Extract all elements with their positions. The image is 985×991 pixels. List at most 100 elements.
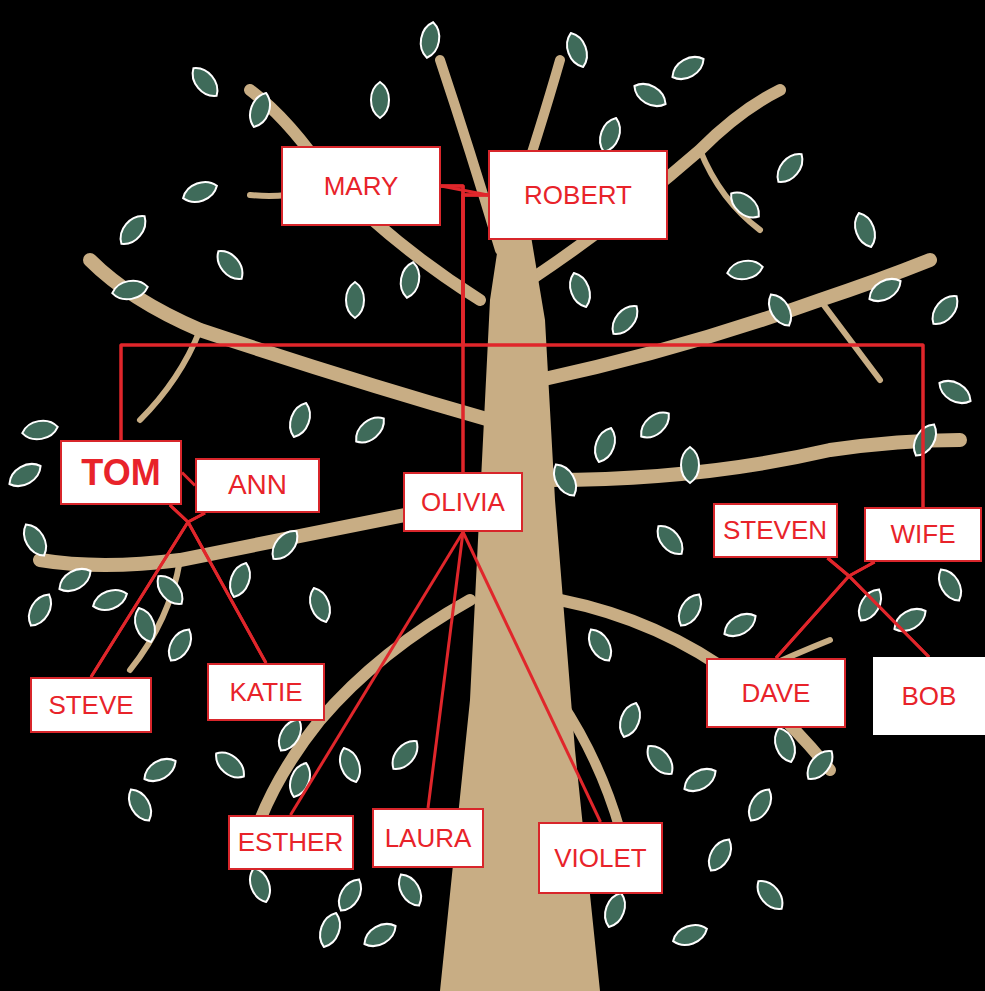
leaf: [23, 590, 57, 630]
person-name: WIFE: [891, 520, 956, 549]
leaf: [55, 563, 95, 597]
leaf: [720, 608, 760, 642]
leaf: [245, 865, 274, 905]
leaf: [565, 270, 594, 310]
leaf: [163, 625, 197, 665]
leaf: [652, 520, 689, 559]
person-box: ROBERT: [488, 150, 668, 240]
leaf: [908, 420, 942, 460]
leaf: [267, 525, 304, 564]
leaf: [333, 875, 367, 915]
person-name: ANN: [228, 470, 287, 501]
leaf: [725, 187, 764, 224]
leaf: [18, 520, 52, 560]
person-box: STEVE: [30, 677, 152, 733]
leaf: [865, 273, 905, 307]
leaf: [850, 210, 879, 250]
branch: [250, 90, 480, 300]
person-name: LAURA: [385, 824, 472, 853]
leaves: [5, 21, 975, 952]
person-name: KATIE: [229, 678, 302, 707]
leaf: [583, 625, 617, 665]
leaf: [590, 425, 619, 465]
family-line: [121, 195, 488, 440]
leaf: [726, 258, 765, 282]
branch: [560, 600, 830, 770]
leaf: [562, 30, 591, 70]
leaf: [187, 62, 224, 101]
leaf: [21, 418, 60, 442]
person-box: BOB: [873, 657, 985, 735]
person-box: VIOLET: [538, 822, 663, 894]
person-name: BOB: [902, 682, 957, 711]
leaf: [5, 458, 45, 492]
leaf: [245, 90, 274, 130]
leaf: [548, 460, 582, 500]
person-box: DAVE: [706, 658, 846, 728]
leaf: [600, 890, 629, 930]
leaf: [305, 585, 334, 625]
leaf: [673, 590, 707, 630]
person-box: ANN: [195, 458, 320, 513]
family-line: [463, 195, 488, 472]
person-name: STEVEN: [723, 516, 827, 545]
leaf: [115, 210, 152, 249]
leaf: [890, 603, 930, 637]
leaf: [615, 700, 644, 740]
leaf: [668, 51, 708, 85]
leaf: [152, 570, 189, 609]
person-box: TOM: [60, 440, 182, 505]
leaf: [180, 177, 220, 206]
leaf: [703, 835, 737, 875]
leaf: [350, 412, 389, 449]
leaf: [772, 148, 809, 187]
leaf: [360, 918, 400, 952]
person-name: TOM: [81, 453, 160, 493]
leaf: [210, 747, 249, 784]
leaf: [933, 565, 967, 605]
person-name: VIOLET: [554, 844, 646, 873]
person-box: ESTHER: [228, 815, 354, 870]
leaf: [681, 447, 699, 483]
leaf: [212, 245, 249, 284]
leaf: [393, 870, 427, 910]
leaf: [630, 78, 670, 112]
leaf: [802, 745, 839, 784]
leaf: [770, 725, 799, 765]
person-name: STEVE: [48, 691, 133, 720]
leaf: [418, 21, 442, 60]
leaf: [607, 300, 644, 339]
person-box: STEVEN: [713, 503, 838, 558]
leaf: [387, 735, 424, 774]
person-box: WIFE: [864, 507, 982, 562]
person-name: OLIVIA: [421, 488, 505, 517]
leaf: [130, 605, 159, 645]
leaf: [315, 910, 344, 950]
leaf: [90, 585, 130, 614]
person-box: MARY: [281, 146, 441, 226]
family-line: [182, 473, 195, 486]
leaf: [642, 740, 679, 779]
family-line: [776, 558, 849, 658]
leaf: [123, 785, 157, 825]
family-line: [428, 532, 463, 808]
family-line: [849, 562, 929, 657]
person-name: ROBERT: [524, 181, 632, 210]
person-name: MARY: [324, 172, 399, 201]
leaf: [743, 785, 777, 825]
family-line: [441, 186, 463, 472]
leaf: [335, 745, 364, 785]
person-name: ESTHER: [238, 828, 343, 857]
family-line: [828, 558, 930, 657]
leaf: [763, 290, 797, 330]
leaf: [935, 375, 975, 409]
leaf: [853, 585, 887, 625]
leaf: [752, 875, 789, 914]
branch: [90, 260, 490, 420]
leaf: [680, 763, 720, 797]
leaf: [111, 278, 150, 302]
family-line: [188, 513, 266, 663]
leaf: [595, 115, 624, 155]
leaf: [140, 753, 180, 787]
